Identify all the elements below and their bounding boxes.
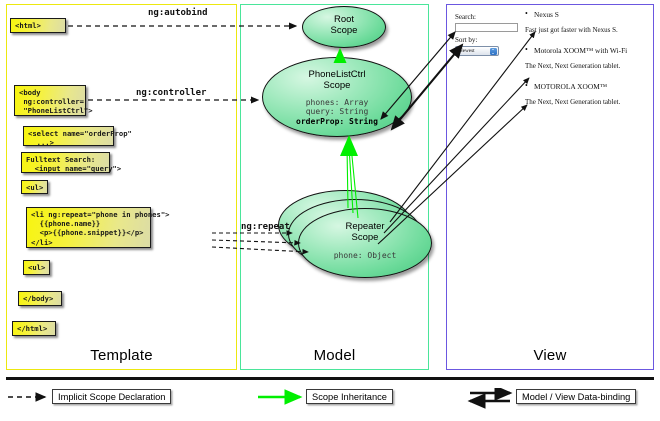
code-block-html-close: </html> — [12, 321, 56, 336]
sort-select-value: Newest — [459, 48, 475, 54]
list-item[interactable]: Motorola XOOM™ with Wi-Fi The Next, Next… — [525, 45, 650, 71]
scope-phonelistctrl-props: phones: Array query: String orderProp: S… — [263, 98, 411, 126]
phone-snippet: The Next, Next Generation tablet. — [525, 62, 621, 70]
sort-label: Sort by: — [455, 36, 478, 44]
panel-view-label: View — [533, 347, 567, 364]
code-block-body-close: </body> — [18, 291, 62, 306]
phone-list: Nexus S Fast just got faster with Nexus … — [525, 9, 650, 118]
code-block-body-open: <body ng:controller= "PhoneListCtrl"> — [14, 85, 93, 116]
phone-name: MOTOROLA XOOM™ — [525, 81, 650, 92]
chevron-updown-icon — [490, 48, 497, 55]
prop-orderprop: orderProp: String — [296, 116, 378, 126]
legend-label-implicit-scope-declaration: Implicit Scope Declaration — [52, 389, 172, 404]
phone-snippet: The Next, Next Generation tablet. — [525, 98, 621, 106]
prop-phone: phone: Object — [333, 251, 397, 260]
search-input[interactable] — [455, 23, 518, 32]
phone-name: Motorola XOOM™ with Wi-Fi — [525, 45, 650, 56]
edge-label-ng-repeat: ng:repeat — [241, 222, 290, 232]
sort-select[interactable]: Newest — [455, 46, 499, 56]
edge-label-ng-autobind: ng:autobind — [148, 8, 208, 18]
phone-snippet: Fast just got faster with Nexus S. — [525, 26, 618, 34]
code-block-ul-open: <ul> — [21, 180, 48, 194]
panel-model-label: Model — [313, 347, 356, 364]
prop-query: query: String — [305, 107, 369, 117]
code-block-input: Fulltext Search: <input name="query"> — [21, 152, 121, 173]
list-item[interactable]: MOTOROLA XOOM™ The Next, Next Generation… — [525, 81, 650, 107]
code-block-html-open: <html> — [10, 18, 66, 33]
code-block-li-repeat: <li ng:repeat="phone in phones"> {{phone… — [26, 207, 169, 248]
view-controls: Search: Sort by: Newest — [455, 13, 535, 56]
legend-label-model-view-data-binding: Model / View Data-binding — [516, 389, 637, 404]
legend-icons — [8, 388, 513, 409]
legend-label-scope-inheritance: Scope Inheritance — [306, 389, 393, 404]
panel-template-label: Template — [90, 347, 153, 364]
prop-phones: phones: Array — [305, 98, 369, 107]
list-item[interactable]: Nexus S Fast just got faster with Nexus … — [525, 9, 650, 35]
code-block-ul-close: <ul> — [23, 260, 50, 275]
search-label: Search: — [455, 13, 476, 21]
edge-label-ng-controller: ng:controller — [136, 88, 207, 98]
phone-name: Nexus S — [525, 9, 650, 20]
legend: Implicit Scope Declaration Scope Inherit… — [0, 388, 660, 414]
legend-divider — [6, 377, 654, 380]
code-block-select: <select name="orderProp" ...> — [23, 126, 132, 147]
